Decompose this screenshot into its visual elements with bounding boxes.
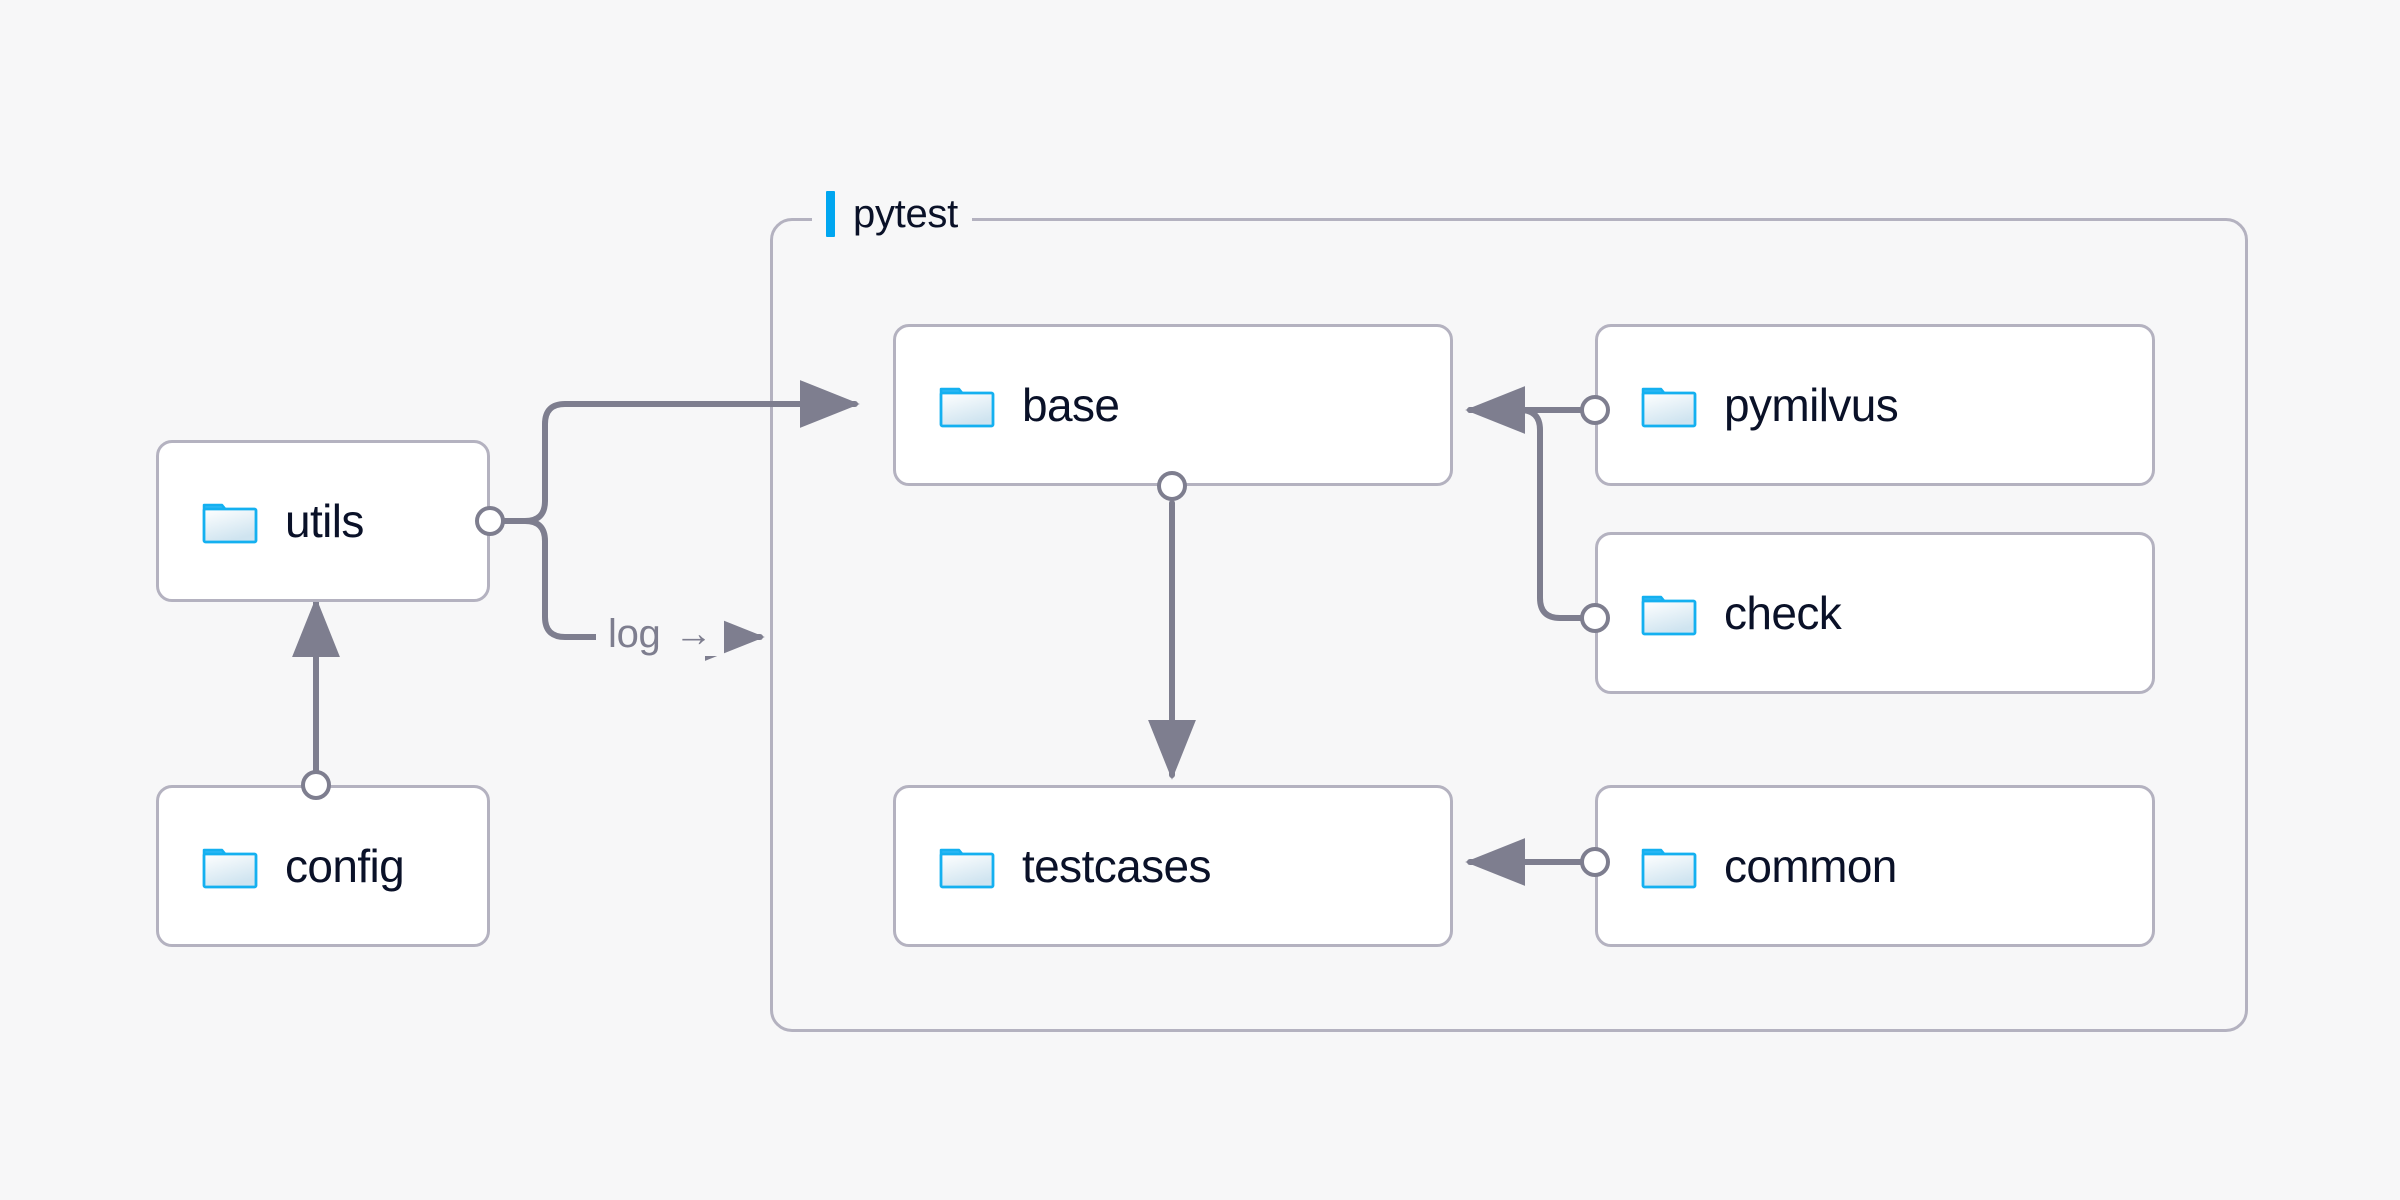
node-pymilvus-label: pymilvus [1724, 379, 1899, 431]
node-utils-content: utils [159, 497, 364, 545]
folder-icon [1641, 387, 1697, 428]
group-pytest[interactable] [770, 218, 2248, 1032]
node-utils-label: utils [285, 495, 364, 547]
node-check-content: check [1598, 587, 1842, 639]
node-config[interactable]: config [156, 785, 490, 947]
folder-icon [202, 848, 258, 889]
node-common-content: common [1598, 842, 1897, 890]
node-base-label: base [1022, 379, 1120, 431]
node-config-content: config [159, 840, 405, 892]
edge-label-log: log → [596, 612, 725, 656]
node-testcases-label: testcases [1022, 840, 1212, 892]
port-utils-right[interactable] [475, 506, 505, 536]
port-base-bottom[interactable] [1157, 471, 1187, 501]
node-check[interactable]: check [1595, 532, 2155, 694]
edge-utils-log [487, 518, 603, 640]
group-title-label: pytest [853, 191, 958, 236]
port-common-left[interactable] [1580, 847, 1610, 877]
folder-icon [939, 848, 995, 889]
port-pymilvus-left[interactable] [1580, 395, 1610, 425]
folder-icon [1641, 595, 1697, 636]
group-pytest-title: pytest [812, 185, 972, 243]
folder-icon [939, 387, 995, 428]
node-config-label: config [285, 840, 405, 892]
folder-icon [1641, 848, 1697, 889]
node-base-content: base [896, 379, 1120, 431]
node-base[interactable]: base [893, 324, 1453, 486]
edge-label-log-text: log [608, 612, 661, 656]
node-common[interactable]: common [1595, 785, 2155, 947]
node-pymilvus[interactable]: pymilvus [1595, 324, 2155, 486]
arrow-right-icon: → [674, 613, 713, 655]
node-common-label: common [1724, 840, 1897, 892]
accent-bar-icon [826, 191, 835, 237]
node-utils[interactable]: utils [156, 440, 490, 602]
node-testcases-content: testcases [896, 840, 1212, 892]
port-config-top[interactable] [301, 770, 331, 800]
node-check-label: check [1724, 587, 1842, 639]
folder-icon [202, 503, 258, 544]
node-testcases[interactable]: testcases [893, 785, 1453, 947]
port-check-left[interactable] [1580, 603, 1610, 633]
node-pymilvus-content: pymilvus [1598, 379, 1899, 431]
